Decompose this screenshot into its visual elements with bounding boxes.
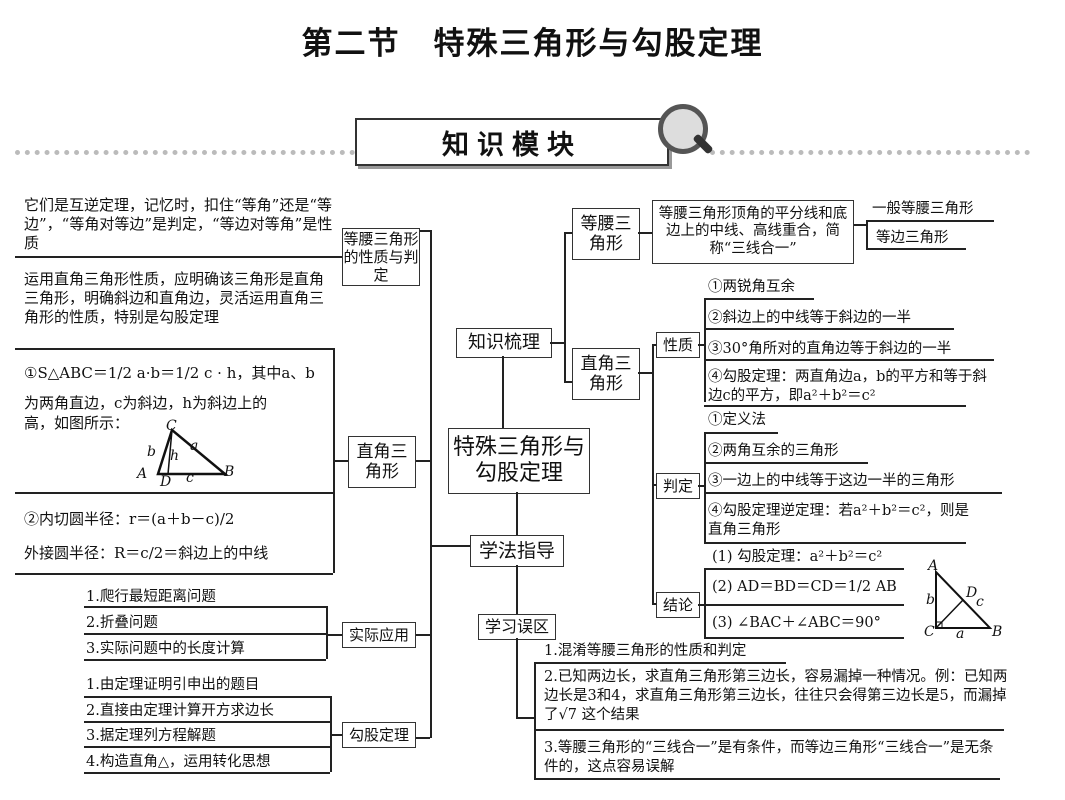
left-right-node: 直角三角形	[348, 436, 416, 488]
app-item-1: 1.爬行最短距离问题	[86, 589, 216, 605]
circumradius-formula: 外接圆半径：R＝c/2＝斜边上的中线	[24, 544, 269, 562]
iso-kind-equilateral: 等边三角形	[876, 230, 949, 246]
pyth-item-2: 2.直接由定理计算开方求边长	[86, 703, 274, 719]
fig1-label-a: a	[190, 438, 199, 454]
center-node: 特殊三角形与勾股定理	[448, 428, 590, 494]
app-item-2: 2.折叠问题	[86, 615, 158, 631]
prop-1: ①两锐角互余	[708, 279, 795, 295]
area-formula-line1: ①S△ABC＝1/2 a·b＝1/2 c · h，其中a、b	[24, 364, 315, 382]
page-title: 第二节 特殊三角形与勾股定理	[301, 26, 764, 62]
pyth-item-1: 1.由定理证明引申出的题目	[86, 677, 260, 693]
mistake-2: 2.已知两边长，求直角三角形第三边长，容易漏掉一种情况。例：已知两边长是3和4，…	[544, 669, 1008, 723]
mistakes-node: 学习误区	[478, 614, 556, 640]
right-iso-node: 等腰三角形	[572, 208, 640, 260]
mistake-3: 3.等腰三角形的“三线合一”是有条件，而等边三角形“三线合一”是无条件的，这点容…	[544, 740, 994, 775]
section-banner: 知识模块	[355, 118, 669, 166]
method-node: 学法指导	[470, 535, 564, 567]
magnifier-icon	[658, 104, 708, 154]
right-note: 运用直角三角形性质，应明确该三角形是直角三角形，明确斜边和直角边，灵活运用直角三…	[24, 270, 325, 326]
prop-3: ③30°角所对的直角边等于斜边的一半	[708, 341, 952, 357]
pyth-item-3: 3.据定理列方程解题	[86, 728, 216, 744]
judge-2: ②两角互余的三角形	[708, 443, 839, 459]
concl-2: (2) AD＝BD＝CD＝1/2 AB	[712, 579, 897, 595]
judge-node: 判定	[656, 473, 700, 499]
judge-1: ①定义法	[708, 412, 766, 428]
left-app-node: 实际应用	[342, 622, 416, 648]
inradius-formula: ②内切圆半径：r＝(a＋b－c)/2	[24, 510, 235, 528]
fig2-label-D: D	[966, 585, 978, 601]
judge-4: ④勾股定理逆定理：若a²＋b²＝c²，则是直角三角形	[708, 503, 969, 538]
fig1-label-C: C	[166, 418, 177, 434]
fig2-label-c: c	[976, 594, 984, 610]
dotted-rule-right	[710, 150, 1030, 155]
pyth-item-4: 4.构造直角△，运用转化思想	[86, 754, 271, 770]
fig2-label-a: a	[956, 626, 965, 642]
area-formula-line3: 高，如图所示：	[24, 414, 130, 432]
left-pyth-node: 勾股定理	[342, 722, 416, 748]
iso-note: 它们是互逆定理，记忆时，扣住“等角”还是“等边”，“等角对等边”是判定，“等边对…	[24, 196, 333, 252]
fig1-label-h: h	[170, 448, 180, 464]
fig2-label-B: B	[992, 624, 1003, 640]
prop-node: 性质	[656, 332, 700, 358]
dotted-rule-left	[15, 150, 355, 155]
app-item-3: 3.实际问题中的长度计算	[86, 641, 245, 657]
prop-4: ④勾股定理：两直角边a，b的平方和等于斜边c的平方，即a²＋b²＝c²	[708, 369, 987, 404]
fig1-label-B: B	[224, 464, 235, 480]
iso-desc: 等腰三角形顶角的平分线和底边上的中线、高线重合，简称“三线合一”	[652, 200, 854, 264]
concl-1: (1) 勾股定理：a²＋b²＝c²	[712, 549, 883, 565]
fig1-label-b: b	[147, 444, 156, 460]
fig2-label-b: b	[926, 592, 935, 608]
right-triangle-figure-2	[935, 569, 993, 629]
mistake-1: 1.混淆等腰三角形的性质和判定	[544, 643, 747, 659]
fig2-label-C: C	[924, 624, 935, 640]
fig2-label-A: A	[928, 558, 939, 574]
iso-kind-general: 一般等腰三角形	[872, 201, 974, 217]
prop-2: ②斜边上的中线等于斜边的一半	[708, 310, 911, 326]
fig1-label-c: c	[186, 470, 194, 486]
right-rt-node: 直角三角形	[572, 348, 640, 400]
left-iso-node: 等腰三角形的性质与判定	[342, 228, 420, 286]
fig1-label-A: A	[137, 466, 148, 482]
knowledge-node: 知识梳理	[456, 328, 552, 358]
area-formula-line2: 为两角直边，c为斜边，h为斜边上的	[24, 394, 268, 412]
concl-3: (3) ∠BAC＋∠ABC＝90°	[712, 615, 881, 631]
judge-3: ③一边上的中线等于这边一半的三角形	[708, 473, 955, 489]
right-triangle-figure-1	[156, 427, 229, 476]
concl-node: 结论	[656, 592, 700, 618]
fig1-label-D: D	[160, 474, 172, 490]
